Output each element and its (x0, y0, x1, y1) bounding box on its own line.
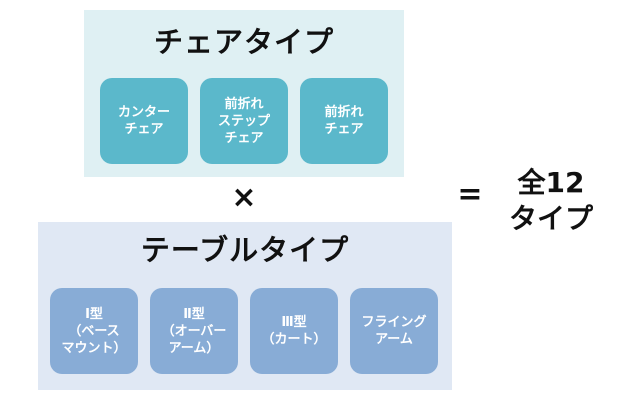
chair-type-front-fold-step-chair: 前折れ ステップ チェア (200, 78, 288, 164)
table-types-panel: テーブルタイプ Ⅰ型 （ベース マウント） Ⅱ型 （オーバー アーム） Ⅲ型 （… (38, 222, 452, 390)
table-type-flying-arm: フライング アーム (350, 288, 438, 374)
multiply-sign: × (231, 180, 257, 215)
total-types-result: 全12 タイプ (508, 166, 593, 235)
chair-type-front-fold-chair: 前折れ チェア (300, 78, 388, 164)
chair-types-panel: チェアタイプ カンター チェア 前折れ ステップ チェア 前折れ チェア (84, 10, 404, 177)
table-type-2: Ⅱ型 （オーバー アーム） (150, 288, 238, 374)
equals-sign: = (457, 177, 483, 212)
chair-type-counter-chair: カンター チェア (100, 78, 188, 164)
chair-types-title: チェアタイプ (153, 25, 334, 59)
table-type-1: Ⅰ型 （ベース マウント） (50, 288, 138, 374)
table-types-title: テーブルタイプ (140, 233, 350, 267)
table-type-3: Ⅲ型 （カート） (250, 288, 338, 374)
